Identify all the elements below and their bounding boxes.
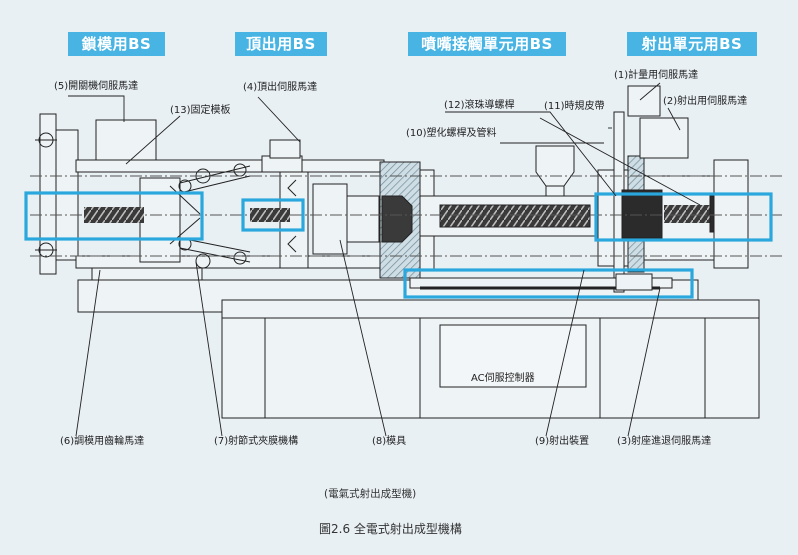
label-injection-servo: (2)射出用伺服馬達 [663,96,748,107]
center-lines [30,175,785,257]
injection-carriage-rail [409,273,673,291]
machine-base [77,264,760,419]
label-mold: (8)模具 [372,436,407,447]
label-carriage-servo: (3)射座進退伺服馬達 [617,436,712,447]
highlight-eject-bs [241,198,305,232]
label-open-close-servo: (5)開關機伺服馬達 [54,81,139,92]
highlight-nozzle-bs [403,268,694,299]
label-ac-servo-controller: AC伺服控制器 [471,373,535,384]
highlight-inject-bs [594,192,773,242]
label-injection-device: (9)射出裝置 [535,436,590,447]
tag-nozzle-bs: 噴嘴接觸單元用BS [408,32,566,56]
diagram-caption: (電氣式射出成型機) [324,488,417,500]
label-plasticizing-screw: (10)塑化螺桿及管料 [406,128,497,139]
clamp-ball-screw [84,207,144,223]
tag-eject-bs: 頂出用BS [235,32,327,56]
tag-inject-bs: 射出單元用BS [627,32,757,56]
tag-clamp-bs: 鎖模用BS [68,32,165,56]
figure-title: 圖2.6 全電式射出成型機構 [319,522,462,536]
injection-unit [597,85,749,293]
label-ball-screw: (12)滾珠導螺桿 [444,100,515,111]
label-die-adjust-motor: (6)調模用齒輪馬達 [60,436,145,447]
label-timing-belt: (11)時規皮帶 [544,101,605,112]
highlight-clamp-bs [24,191,204,241]
barrel-and-screw [419,145,603,237]
toggle-mechanism [169,163,251,269]
label-fixed-platen: (13)固定模板 [170,105,231,116]
label-toggle-clamp: (7)射節式夾膜機構 [214,436,299,447]
label-eject-servo: (4)頂出伺服馬達 [243,82,318,93]
eject-ball-screw [250,208,290,222]
label-metering-servo: (1)計量用伺服馬達 [614,70,699,81]
